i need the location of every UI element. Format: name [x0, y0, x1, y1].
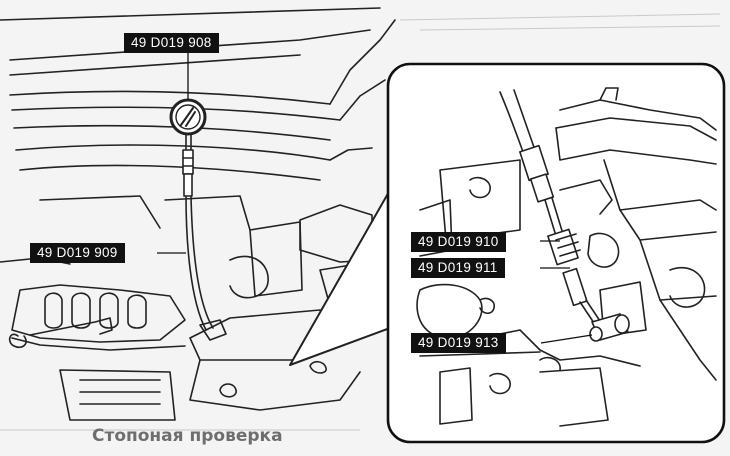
label-tool-909: 49 D019 909 — [30, 243, 125, 263]
leader-lines — [157, 52, 189, 254]
page-bleed-lines — [0, 13, 721, 431]
engine-bay-background — [0, 7, 396, 421]
detail-inset — [386, 62, 726, 444]
label-tool-911: 49 D019 911 — [411, 258, 505, 278]
bleed-through-caption: Стопоная проверка — [92, 426, 283, 446]
label-tool-910: 49 D019 910 — [411, 232, 506, 252]
label-tool-913: 49 D019 913 — [411, 333, 506, 353]
pressure-gauge-hose — [169, 98, 227, 341]
label-tool-908: 49 D019 908 — [124, 33, 219, 53]
callout-pointer — [289, 189, 391, 366]
